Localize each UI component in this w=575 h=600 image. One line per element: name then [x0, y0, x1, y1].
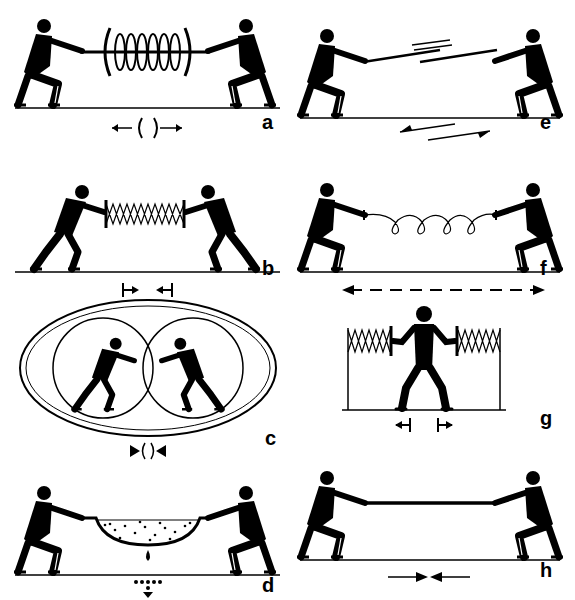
- panel-letter: c: [265, 428, 276, 448]
- panel-letter: h: [540, 560, 552, 580]
- panel-letter: b: [262, 258, 274, 278]
- panel-letter: f: [540, 258, 547, 278]
- panel-letter: e: [540, 112, 551, 132]
- panel-letter: a: [262, 112, 273, 132]
- panel-letter: g: [540, 408, 552, 428]
- panel-letter: d: [262, 575, 274, 595]
